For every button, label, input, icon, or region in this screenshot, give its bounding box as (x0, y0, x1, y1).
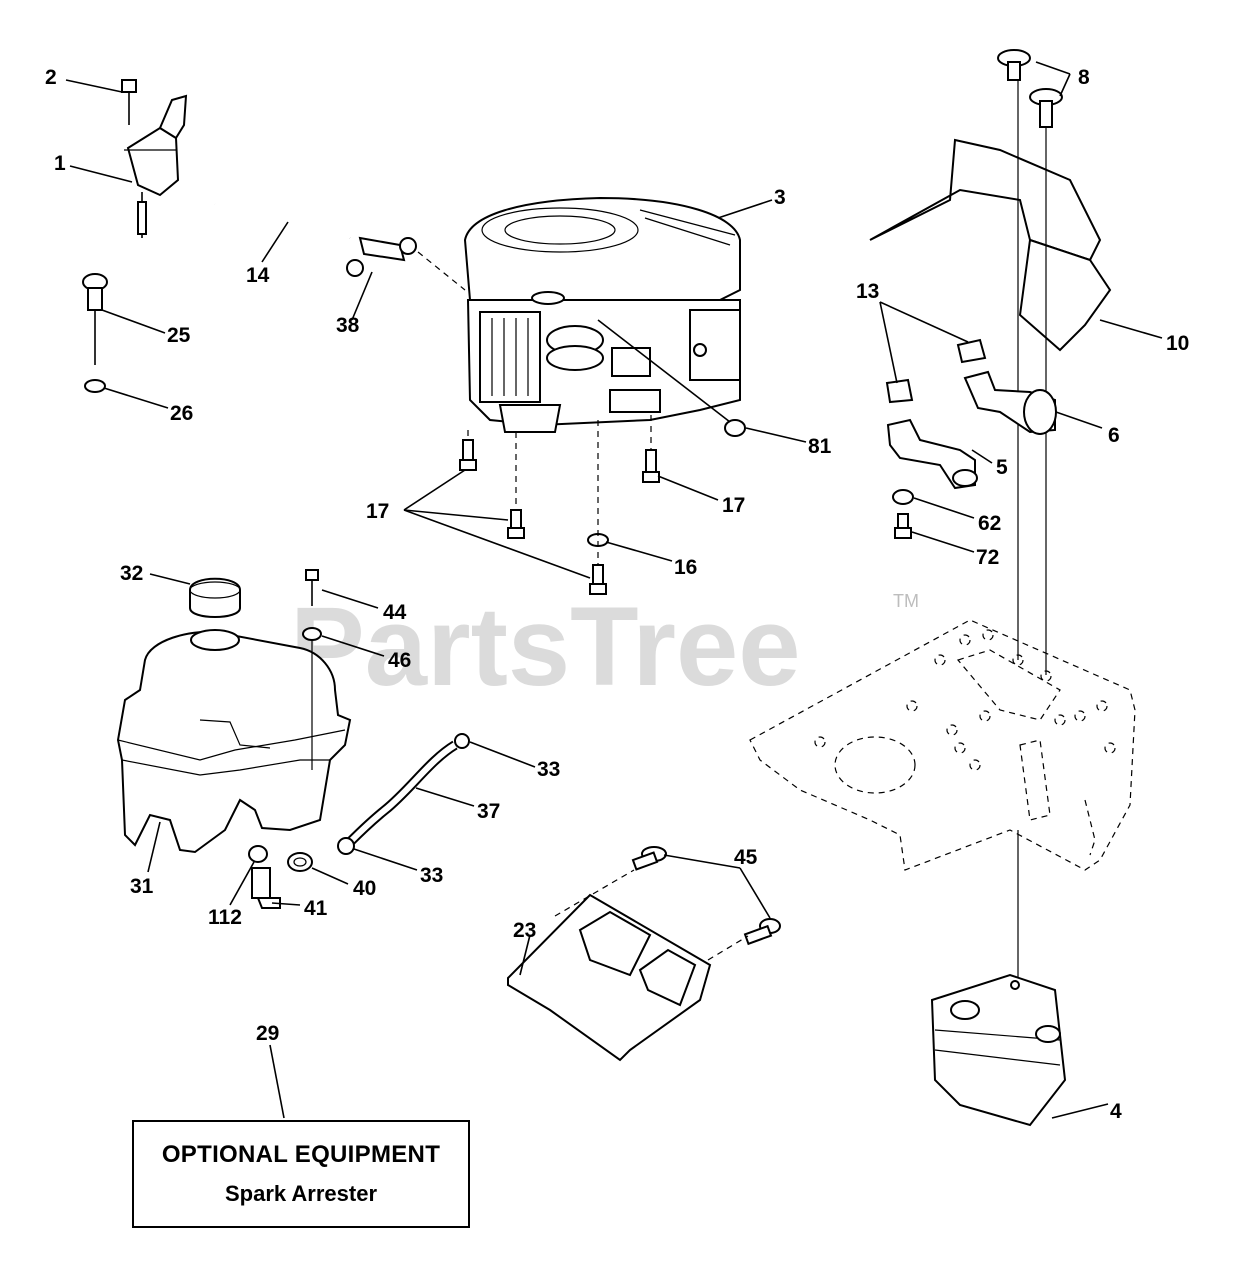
callout-37: 37 (477, 800, 500, 823)
throttle-control[interactable] (124, 94, 188, 238)
bolt-8-b[interactable] (1029, 88, 1063, 128)
callout-81: 81 (808, 435, 832, 458)
gasket-26[interactable] (84, 379, 106, 393)
callout-26: 26 (170, 402, 193, 425)
callout-23: 23 (513, 919, 536, 942)
leader-lines (65, 61, 1163, 1119)
optional-equipment-box: OPTIONAL EQUIPMENT Spark Arrester (132, 1120, 470, 1228)
engine-3[interactable] (463, 196, 741, 433)
screw-2[interactable] (121, 79, 137, 125)
fitting-41[interactable] (251, 867, 281, 909)
callout-29: 29 (256, 1022, 279, 1045)
callout-17-left: 17 (366, 500, 389, 523)
callout-17-right: 17 (722, 494, 745, 517)
callout-2: 2 (45, 66, 57, 89)
grommet-112[interactable] (248, 845, 268, 863)
watermark-trademark: TM (893, 591, 919, 611)
callout-10: 10 (1166, 332, 1189, 355)
callout-33-lower: 33 (420, 864, 443, 887)
muffler-4[interactable] (930, 973, 1067, 1127)
callout-3: 3 (774, 186, 786, 209)
callout-4: 4 (1110, 1100, 1122, 1123)
bracket-23[interactable] (507, 893, 712, 1062)
gasket-13-b[interactable] (885, 378, 914, 404)
heat-shield-10[interactable] (869, 138, 1112, 352)
optional-equipment-title: OPTIONAL EQUIPMENT (161, 1141, 441, 1168)
fuel-line-37[interactable] (346, 740, 458, 846)
optional-equipment-subtitle: Spark Arrester (224, 1181, 378, 1206)
callout-13: 13 (856, 280, 879, 303)
bolt-17-d[interactable] (642, 449, 660, 483)
callout-72: 72 (976, 546, 999, 569)
exhaust-pipe-5[interactable] (886, 418, 978, 490)
callout-1: 1 (54, 152, 66, 175)
watermark-text: PartsTree (290, 584, 801, 709)
callout-25: 25 (167, 324, 191, 347)
callout-40: 40 (353, 877, 376, 900)
bolt-17-a[interactable] (459, 439, 477, 471)
callout-14: 14 (246, 264, 270, 287)
callout-31: 31 (130, 875, 154, 898)
bolt-45-a[interactable] (631, 846, 667, 871)
fuel-filter-38[interactable] (346, 236, 417, 277)
callout-32: 32 (120, 562, 143, 585)
callout-41: 41 (304, 897, 328, 920)
fuel-cap-32[interactable] (189, 577, 241, 618)
callout-44: 44 (383, 601, 407, 624)
callout-8: 8 (1078, 66, 1090, 89)
callout-6: 6 (1108, 424, 1120, 447)
fuel-line-14[interactable] (214, 200, 353, 242)
screw-44[interactable] (305, 569, 319, 606)
callout-112: 112 (208, 906, 242, 929)
gasket-13-a[interactable] (956, 338, 987, 364)
exhaust-pipe-6[interactable] (963, 370, 1057, 435)
fuel-tank-31[interactable] (116, 629, 352, 854)
bolt-45-b[interactable] (743, 918, 781, 946)
callout-16: 16 (674, 556, 697, 579)
callout-46: 46 (388, 649, 411, 672)
washer-46[interactable] (302, 627, 322, 641)
callout-33-upper: 33 (537, 758, 560, 781)
clamp-33-a[interactable] (454, 733, 470, 749)
callout-62: 62 (978, 512, 1001, 535)
chassis-frame[interactable] (749, 619, 1136, 871)
callout-38: 38 (336, 314, 360, 337)
callout-5: 5 (996, 456, 1008, 479)
clamp-33-b[interactable] (337, 837, 355, 855)
callout-labels: 2 1 3 4 5 6 8 10 13 14 16 17 17 23 25 26… (45, 66, 1189, 1123)
bushing-40[interactable] (287, 852, 313, 872)
washer-62[interactable] (892, 489, 914, 505)
callout-45: 45 (734, 846, 758, 869)
bolt-72[interactable] (894, 513, 912, 539)
bolt-17-b[interactable] (507, 509, 525, 539)
nut-81[interactable] (724, 419, 746, 437)
dipstick-25[interactable] (82, 273, 108, 365)
bolt-17-c[interactable] (589, 564, 607, 595)
bolt-8-a[interactable] (997, 49, 1031, 81)
